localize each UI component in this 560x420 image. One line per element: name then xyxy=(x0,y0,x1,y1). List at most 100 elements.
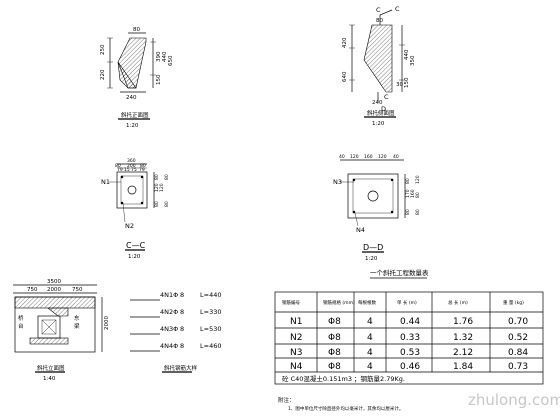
front-dim-right-c: 440 xyxy=(162,51,168,62)
table-row2-c3: 0.53 xyxy=(400,348,420,358)
side-view: C C C D 80 420 640 440 150 350 30 240 斜托… xyxy=(342,5,416,127)
table-row1-c0: N2 xyxy=(290,333,302,343)
rebar-detail: 4N1Φ 8 L=440 4N2Φ 8 L=330 4N3Φ 8 L=530 4… xyxy=(130,291,221,373)
front-dim-left-b: 220 xyxy=(100,69,106,80)
cc-dim-80b: 80 xyxy=(140,163,146,169)
table-row1-c2: 4 xyxy=(367,333,373,343)
front-dim-bottom: 240 xyxy=(126,95,137,101)
side-dim-left-a: 420 xyxy=(342,37,348,48)
elev-tag-0: 桥 xyxy=(18,314,24,322)
table-row2-c0: N3 xyxy=(290,348,302,358)
table-summary: 砼 C40混凝土0.151m3 ；钢筋量2.79Kg. xyxy=(282,374,405,383)
elev-tag-3: 梁 xyxy=(74,322,80,330)
table-row1-c5: 0.52 xyxy=(508,333,528,343)
table-row0-c5: 0.70 xyxy=(508,317,528,327)
cc-dim-360: 360 xyxy=(127,158,136,164)
side-dim-top: 80 xyxy=(376,18,383,24)
table-row3-c2: 4 xyxy=(367,362,373,372)
cc-dim-r5: 80 xyxy=(164,201,170,207)
side-section-c-top-mark: C xyxy=(376,6,381,14)
dd-scale: 1:20 xyxy=(365,256,378,262)
side-view-body xyxy=(363,24,393,93)
dd-dim-120b: 120 xyxy=(378,154,387,160)
section-cc: 360 80 200 80 79 15 75 79 80 120 80 120 … xyxy=(101,158,170,260)
dd-dim-r0: 80 xyxy=(405,178,411,184)
elev-scale: 1:40 xyxy=(43,376,56,382)
table-header-4: 总 长 (m) xyxy=(448,299,468,306)
table-title: 一个斜托工程数量表 xyxy=(370,268,429,277)
rebar-n2-name: 4N2Φ xyxy=(160,308,178,316)
dd-dim-r6: 80 xyxy=(415,209,421,215)
elev-tag-2: 东 xyxy=(74,314,80,322)
notes: 附注： 1、图中单位尺寸除直径外均以毫米计，其余均以厘米计。 xyxy=(278,396,403,412)
cc-title: C—C xyxy=(126,241,146,250)
dd-dim-r1: 170 xyxy=(405,189,411,198)
dd-label-n3: N3 xyxy=(333,178,342,186)
dd-dim-40a: 40 xyxy=(339,154,345,160)
side-section-c-bottom: C xyxy=(384,93,389,101)
dd-title: D—D xyxy=(363,243,383,252)
dd-dim-160: 160 xyxy=(364,154,373,160)
side-section-d: D xyxy=(381,105,386,113)
front-dim-right-a: 390 xyxy=(156,51,162,62)
table-header-0: 钢筋编号 xyxy=(282,299,300,306)
cc-dim-200: 200 xyxy=(127,163,136,169)
front-view-scale: 1:20 xyxy=(126,123,139,129)
dd-dim-r5: 80 xyxy=(415,192,421,198)
table-row3-c0: N4 xyxy=(290,362,303,372)
side-dim-bottom: 240 xyxy=(372,100,383,106)
cc-dim-r3: 120 xyxy=(159,183,165,192)
dd-label-n4: N4 xyxy=(356,226,365,234)
section-dd: 40 120 160 120 40 80 170 80 160 120 80 8… xyxy=(333,154,421,262)
table-row3-c4: 1.84 xyxy=(453,362,473,372)
table-row0-c4: 1.76 xyxy=(453,317,473,327)
front-dim-top: 80 xyxy=(133,27,140,33)
table-header-2: 每根根数 xyxy=(358,299,376,306)
front-dim-right-d: 650 xyxy=(168,55,174,66)
cc-dim-r0: 80 xyxy=(154,174,160,180)
dd-dim-r3: 160 xyxy=(410,189,416,198)
dd-dim-r4: 120 xyxy=(415,175,421,184)
rebar-n4-len: L=460 xyxy=(200,342,221,350)
dd-dim-40b: 40 xyxy=(393,154,399,160)
elev-dim-750b: 750 xyxy=(72,287,83,293)
table-header-5: 重 量 (kg) xyxy=(503,299,524,306)
front-view-title: 斜托正面图 xyxy=(121,111,149,119)
front-dim-right-b: 150 xyxy=(156,74,162,85)
rebar-n2-dia: 8 xyxy=(180,308,184,316)
quantity-table: 一个斜托工程数量表 钢筋编号 钢筋规格 (mm) 每根根数 单 长 (m) 总 … xyxy=(274,268,544,385)
elev-tag-1: 台 xyxy=(18,322,24,330)
watermark: zhulong.com xyxy=(468,391,560,409)
rebar-n1-dia: 8 xyxy=(180,291,184,299)
cc-dim-80a: 80 xyxy=(115,163,121,169)
table-row1-c1: Φ8 xyxy=(328,333,341,343)
cc-dim-15: 15 xyxy=(124,167,130,173)
dd-dim-120a: 120 xyxy=(350,154,359,160)
rebar-n1-name: 4N1Φ xyxy=(160,291,178,299)
side-dim-right-d: 30 xyxy=(396,82,403,88)
front-dim-left-a: 250 xyxy=(100,44,106,55)
cc-dim-79b: 79 xyxy=(139,167,145,173)
rebar-n4-dia: 8 xyxy=(180,342,184,350)
table-header-1: 钢筋规格 (mm) xyxy=(323,299,355,306)
cc-label-n1: N1 xyxy=(101,178,110,186)
cc-label-n2: N2 xyxy=(125,222,134,230)
elev-dim-750a: 750 xyxy=(27,287,38,293)
elev-dim-2000: 2000 xyxy=(47,287,61,293)
table-row2-c2: 4 xyxy=(367,348,373,358)
dd-dim-r2: 80 xyxy=(405,209,411,215)
rebar-n2-len: L=330 xyxy=(200,308,221,316)
table-row3-c5: 0.73 xyxy=(508,362,528,372)
cc-scale: 1:20 xyxy=(128,254,141,260)
table-row2-c5: 0.84 xyxy=(508,348,528,358)
elev-title: 斜托立面图 xyxy=(37,364,65,372)
table-row3-c3: 0.46 xyxy=(400,362,420,372)
elev-dim-right: 2000 xyxy=(104,316,110,330)
notes-line-1: 1、图中单位尺寸除直径外均以毫米计，其余均以厘米计。 xyxy=(288,405,403,412)
rebar-n3-len: L=530 xyxy=(200,325,221,333)
rebar-n3-dia: 8 xyxy=(180,325,184,333)
side-dim-right-b: 150 xyxy=(404,77,410,88)
table-row1-c3: 0.33 xyxy=(400,333,420,343)
table-row0-c0: N1 xyxy=(290,317,302,327)
cc-outline xyxy=(116,171,148,209)
